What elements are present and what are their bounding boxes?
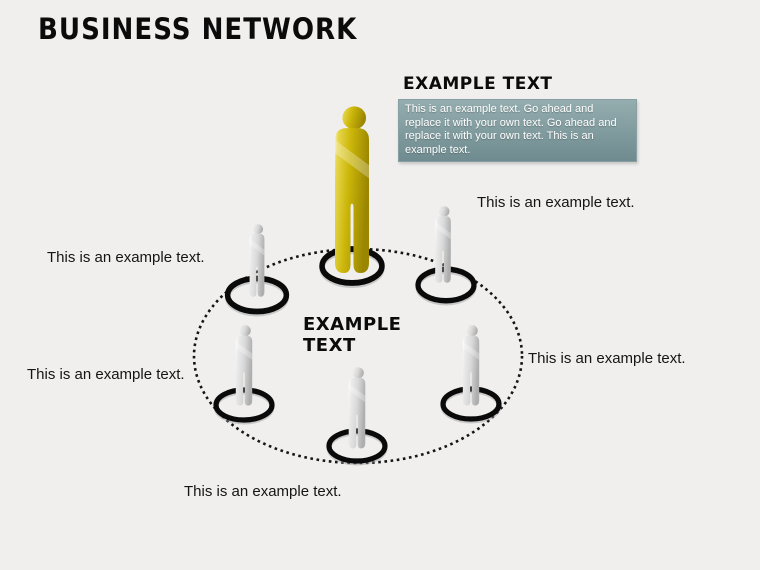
member-label-top-left: This is an example text. [47,249,205,266]
person-node-right [453,325,489,412]
callout-text-box: This is an example text. Go ahead and re… [398,99,637,162]
person-node-left [226,325,262,412]
member-person-icon [435,206,451,283]
callout-body-text: This is an example text. Go ahead and re… [405,103,617,156]
person-node-center [315,106,389,281]
member-person-icon [462,325,480,406]
member-label-right: This is an example text. [528,350,686,367]
callout-heading: EXAMPLE TEXT [403,74,553,94]
member-label-left: This is an example text. [27,366,185,383]
orbit-center-label: EXAMPLE TEXT [303,314,402,356]
member-person-icon [235,325,253,406]
slide-title: BUSINESS NETWORK [38,12,358,46]
member-label-bottom: This is an example text. [184,483,342,500]
member-person-icon [249,224,265,297]
person-node-top-right [426,204,460,291]
leader-person-icon [335,106,369,274]
person-node-bottom [339,366,375,456]
member-person-icon [348,367,366,449]
member-label-top-right: This is an example text. [477,194,635,211]
person-node-top-left [240,224,274,303]
